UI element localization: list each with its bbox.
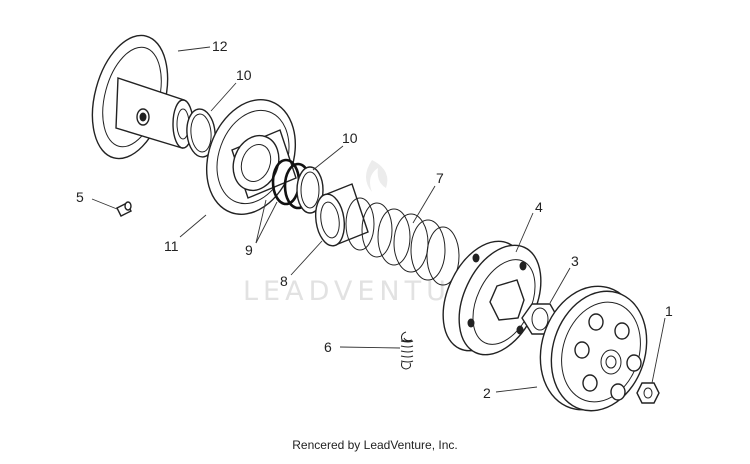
callout-1: 1	[665, 303, 673, 319]
callout-12: 12	[212, 38, 228, 54]
callout-2: 2	[483, 385, 491, 401]
part-12-drive-face	[91, 34, 194, 160]
callout-9: 9	[245, 242, 253, 258]
credit-line: Rencered by LeadVenture, Inc.	[292, 438, 458, 452]
callout-6: 6	[324, 339, 332, 355]
part-4-clutch-shoe-assembly	[442, 240, 542, 356]
part-6-shoe-spring	[400, 331, 414, 370]
part-10-snap-ring-lower	[296, 166, 324, 214]
part-8-collar	[314, 183, 369, 247]
callout-10-lower: 10	[342, 130, 358, 146]
callout-11: 11	[164, 238, 179, 254]
callout-labels: 12 10 10 5 11 9 8 7 4 3 6 1 2	[76, 38, 673, 401]
leader-lines	[91, 46, 666, 393]
part-5-grease-fitting	[116, 201, 132, 217]
callout-10-upper: 10	[236, 67, 252, 83]
callout-4: 4	[535, 199, 543, 215]
part-1-nut	[636, 382, 660, 404]
callout-5: 5	[76, 189, 84, 205]
callout-3: 3	[571, 253, 579, 269]
callout-7: 7	[436, 170, 444, 186]
part-2-clutch-bell	[539, 285, 648, 412]
watermark-flame-icon	[366, 160, 388, 192]
part-7-clutch-spring	[345, 197, 460, 286]
part-10-snap-ring-upper	[186, 108, 216, 158]
callout-8: 8	[280, 273, 288, 289]
